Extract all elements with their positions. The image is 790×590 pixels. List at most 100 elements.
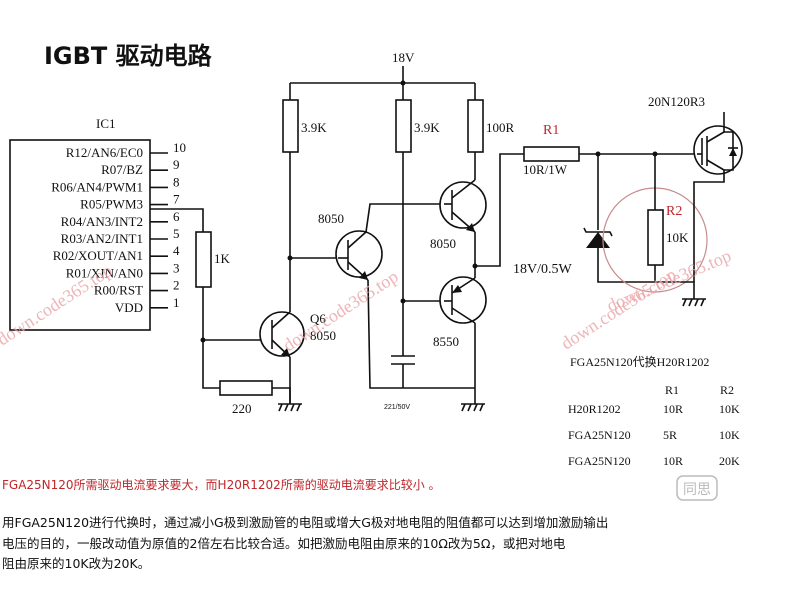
resistor-3.9k-left-label: 3.9K (301, 120, 327, 135)
table-cell-r1: 10R (663, 454, 683, 468)
bot-collector (451, 307, 476, 324)
ground-symbol (278, 403, 302, 412)
page-title: IGBT 驱动电路 (44, 42, 213, 70)
wire-out (475, 153, 524, 267)
igbt-emitter (706, 159, 725, 171)
resistor-3.9k-left (282, 99, 299, 153)
ic-pin-label: R07/BZ (101, 162, 143, 177)
resistor-1k-label: 1K (214, 251, 231, 266)
watermark: down.code365.top (279, 266, 401, 355)
table-cell-r1: 10R (663, 402, 683, 416)
note-line: 电压的目的，一般改动值为原值的2倍左右比较合适。如把激励电阻由原来的10Ω改为5… (2, 536, 566, 551)
ic-pin-number: 8 (173, 174, 180, 189)
ic-pin-number: 5 (173, 226, 180, 241)
supply-label: 18V (392, 50, 415, 65)
ic-pin-number: 9 (173, 157, 180, 172)
table-rows: H20R1202 10R 10K FGA25N120 5R 10K FGA25N120 10R… (568, 402, 740, 468)
top-transistor-type: 8050 (430, 236, 456, 251)
ic-pin-number: 2 (173, 278, 180, 293)
ic-pin-number: 6 (173, 209, 180, 224)
wire-1k-220 (202, 287, 220, 389)
ic-pin-label: R12/AN6/EC0 (66, 145, 143, 160)
logo: 同思 (676, 475, 718, 501)
wire-pwm (150, 208, 204, 232)
mid-transistor-type: 8050 (318, 211, 344, 226)
ic-pin-number: 4 (173, 243, 180, 258)
table-cell-r1: 5R (663, 428, 677, 442)
q6-emitter-arrow (281, 348, 290, 357)
wire-igbt-e (693, 170, 725, 282)
resistor-r2 (647, 209, 664, 266)
table-header-r2: R2 (720, 383, 734, 397)
logo-text: 同思 (683, 482, 711, 498)
ic-pin-label: VDD (115, 300, 143, 315)
transistor-q6 (259, 311, 305, 357)
r2-name: R2 (666, 204, 682, 219)
igbt-collector (706, 131, 725, 143)
capacitor-label: 221/50V (384, 404, 410, 411)
resistor-3.9k-mid (395, 99, 412, 153)
mid-emitter-arrow (359, 271, 368, 280)
r1-value: 10R/1W (523, 162, 568, 177)
table-cell-name: FGA25N120 (568, 428, 631, 442)
ic-pin-label: R06/AN4/PWM1 (51, 179, 143, 194)
mid-collector (347, 231, 367, 249)
ic-pin-label: R05/PWM3 (80, 197, 143, 212)
q6-name: Q6 (310, 311, 326, 326)
zener-diode (586, 232, 610, 248)
q6-type: 8050 (310, 328, 336, 343)
wire-mid-emitter (367, 279, 475, 389)
resistor-3.9k-mid-label: 3.9K (414, 120, 440, 135)
ic-pin-number: 1 (173, 295, 180, 310)
note-line: 用FGA25N120进行代换时，通过减小G极到激励管的电阻或增大G极对地电阻的阻… (2, 515, 608, 530)
note-line: 阻由原来的10K改为20K。 (2, 556, 150, 571)
igbt-label: 20N120R3 (648, 94, 705, 109)
ic-pin-label: R02/XOUT/AN1 (53, 248, 143, 263)
zener-bar (583, 227, 613, 237)
top-emitter-arrow (466, 223, 475, 232)
table-cell-r2: 20K (719, 454, 740, 468)
igbt-symbol (693, 125, 743, 175)
ic-pin-label: R00/RST (94, 283, 143, 298)
junction (200, 337, 206, 343)
bot-emitter-arrow (452, 285, 462, 293)
note-red: FGA25N120所需驱动电流要求要大，而H20R1202所需的驱动电流要求比较… (2, 477, 441, 492)
r2-value: 10K (666, 230, 689, 245)
igbt-body-diode (729, 148, 737, 156)
table-cell-r2: 10K (719, 428, 740, 442)
ic-name: IC1 (96, 116, 116, 131)
ic-pin-label: R04/AN3/INT2 (61, 214, 143, 229)
ic-pin-number: 3 (173, 260, 180, 275)
ic-pin-label: R03/AN2/INT1 (61, 231, 143, 246)
table-title: FGA25N120代换H20R1202 (570, 355, 709, 369)
ic-pin-number: 7 (173, 192, 180, 207)
resistor-100r (467, 99, 484, 153)
bottom-transistor-type: 8550 (433, 334, 459, 349)
wire-mid-collector (365, 203, 444, 233)
ic-pin-label: R01/XIN/AN0 (66, 265, 143, 280)
ground-symbol (461, 403, 485, 412)
resistor-220 (219, 380, 273, 396)
ic-body (9, 139, 151, 331)
junction (287, 255, 293, 261)
top-collector (451, 179, 476, 199)
zener-label: 18V/0.5W (513, 262, 573, 277)
resistor-1k (195, 231, 212, 288)
table-cell-name: FGA25N120 (568, 454, 631, 468)
table-cell-r2: 10K (719, 402, 740, 416)
table-cell-name: H20R1202 (568, 402, 621, 416)
resistor-r1 (523, 146, 580, 162)
resistor-100r-label: 100R (486, 120, 515, 135)
resistor-220-label: 220 (232, 401, 252, 416)
q6-collector (271, 311, 291, 329)
substitution-table: FGA25N120代换H20R1202 R1 R2 H20R1202 10R 10K… (568, 355, 740, 468)
wire-220-gnd (272, 387, 291, 404)
wire-zener-gnd (597, 248, 655, 283)
r1-name: R1 (543, 123, 559, 138)
table-header-r1: R1 (665, 383, 679, 397)
ic-pin-number: 10 (173, 140, 186, 155)
ground-symbol (682, 298, 706, 307)
